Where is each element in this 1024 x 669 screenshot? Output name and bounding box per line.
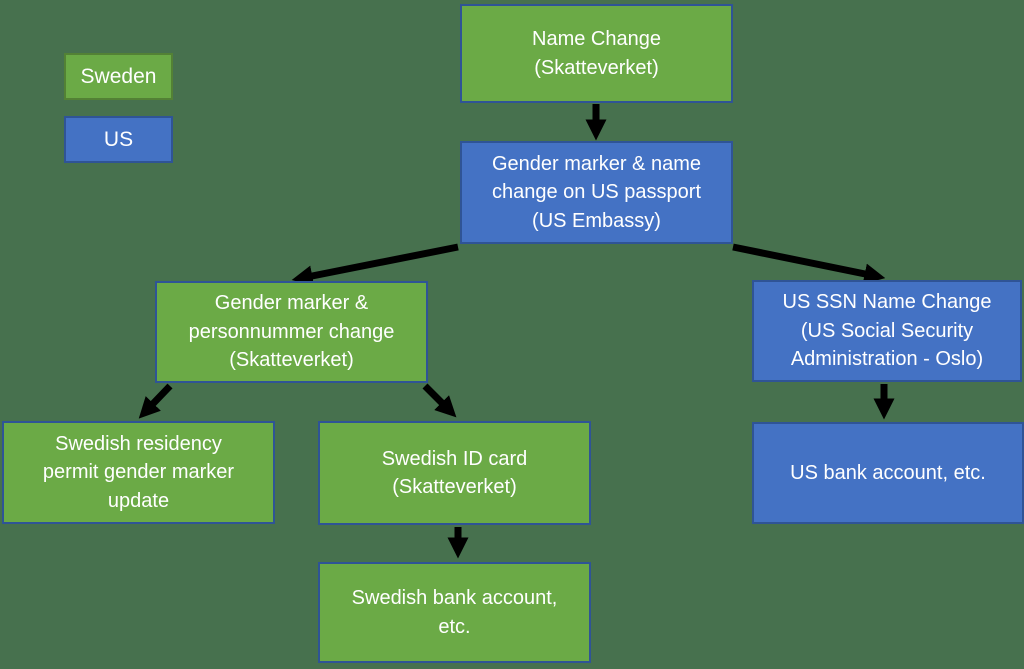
node-personnummer-change-label: Gender marker & personnummer change (Ska… (188, 292, 395, 372)
arrow-personnummer-to-idcard (422, 383, 457, 418)
node-swedish-bank-account-label: Swedish bank account, etc. (351, 587, 558, 638)
node-swedish-id-card-label: Swedish ID card (Skatteverket) (381, 447, 528, 498)
node-us-passport: Gender marker & name change on US passpo… (460, 141, 733, 244)
legend-sweden: Sweden (64, 53, 173, 100)
node-us-bank-account: US bank account, etc. (752, 422, 1024, 524)
arrow-passport-to-personnummer (291, 243, 459, 287)
node-name-change-label: Name Change (Skatteverket) (532, 28, 661, 79)
node-personnummer-change: Gender marker & personnummer change (Ska… (155, 281, 428, 383)
node-us-bank-account-label: US bank account, etc. (790, 461, 986, 484)
node-name-change: Name Change (Skatteverket) (460, 4, 733, 103)
node-us-ssn-name-change-label: US SSN Name Change (US Social Security A… (782, 291, 992, 371)
node-swedish-bank-account: Swedish bank account, etc. (318, 562, 591, 663)
arrow-passport-to-ssn (732, 243, 886, 285)
legend-us: US (64, 116, 173, 163)
node-residency-permit-label: Swedish residency permit gender marker u… (42, 432, 235, 512)
node-us-ssn-name-change: US SSN Name Change (US Social Security A… (752, 280, 1022, 382)
legend-us-label: US (103, 127, 134, 151)
node-swedish-id-card: Swedish ID card (Skatteverket) (318, 421, 591, 525)
node-us-passport-label: Gender marker & name change on US passpo… (491, 152, 702, 232)
arrow-personnummer-to-residency (138, 383, 173, 419)
legend-sweden-label: Sweden (80, 64, 157, 88)
node-residency-permit: Swedish residency permit gender marker u… (2, 421, 275, 524)
